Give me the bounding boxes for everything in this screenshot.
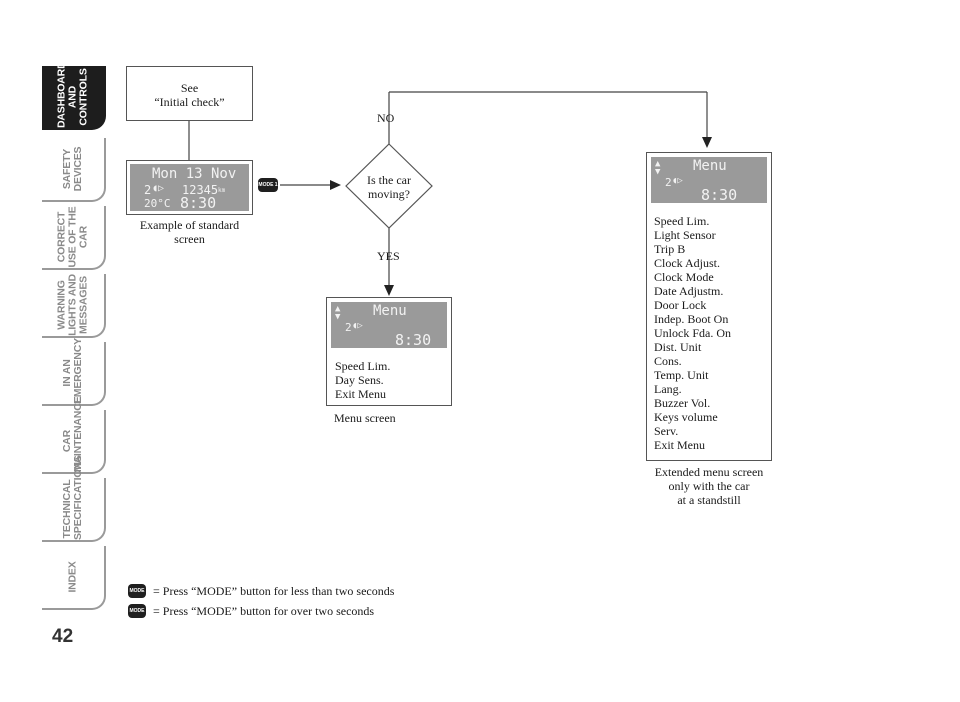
menu-item: Exit Menu bbox=[654, 438, 705, 452]
legend-text: = Press “MODE” button for over two secon… bbox=[153, 604, 375, 618]
menu-item: Speed Lim. bbox=[654, 214, 710, 228]
standard-screen-caption-line1: Example of standard bbox=[139, 218, 240, 232]
menu-item: Light Sensor bbox=[654, 228, 716, 242]
standard-screen-caption: Example of standard screen bbox=[126, 218, 253, 246]
page-number: 42 bbox=[52, 626, 74, 647]
tab-dashboard-and-controls[interactable]: DASHBOARD AND CONTROLS bbox=[42, 62, 106, 130]
menu-item: Speed Lim. bbox=[335, 359, 391, 373]
initial-check-line1: See bbox=[180, 81, 199, 95]
menu-lcd-title: Menu bbox=[373, 303, 407, 319]
extended-menu-list: Speed Lim. Light Sensor Trip B Clock Adj… bbox=[654, 214, 731, 452]
up-down-arrows-icon: ▲▼ bbox=[335, 304, 341, 322]
extended-caption-line1: Extended menu screen bbox=[654, 465, 764, 479]
menu-item: Day Sens. bbox=[335, 373, 384, 387]
menu-item: Exit Menu bbox=[335, 387, 386, 401]
extended-lcd-gear: 2 bbox=[665, 176, 672, 189]
standard-screen-frame: Mon 13 Nov 2 ◖▷ 12345 km 20°C 8:30 bbox=[126, 160, 253, 215]
extended-menu-lcd: ▲▼ Menu 2 ◖▷ 8:30 bbox=[651, 157, 767, 204]
menu-item: Keys volume bbox=[654, 410, 718, 424]
decision-line1: Is the car bbox=[367, 173, 411, 187]
tab-safety-devices[interactable]: SAFETY DEVICES bbox=[42, 138, 106, 202]
menu-item: Door Lock bbox=[654, 298, 707, 312]
menu-list: Speed Lim. Day Sens. Exit Menu bbox=[335, 359, 390, 401]
tab-correct-use-of-the-car[interactable]: CORRECT USE OF THE CAR bbox=[42, 206, 106, 270]
menu-screen-frame: ▲▼ Menu 2 ◖▷ 8:30 Speed Lim. Day Sens. E… bbox=[326, 297, 452, 406]
menu-screen-caption: Menu screen bbox=[334, 411, 396, 425]
menu-item: Trip B bbox=[654, 242, 686, 256]
tab-car-maintenance[interactable]: CAR MAINTENANCE bbox=[42, 397, 106, 474]
menu-item: Cons. bbox=[654, 354, 682, 368]
menu-item: Unlock Fda. On bbox=[654, 326, 731, 340]
menu-item: Serv. bbox=[654, 424, 679, 438]
decision-text: Is the car moving? bbox=[349, 173, 429, 201]
mode-1-button-icon: MODE 1 bbox=[128, 584, 146, 608]
display-odometer: 12345 bbox=[182, 183, 219, 197]
up-down-arrows-icon: ▲▼ bbox=[655, 159, 661, 177]
display-date: Mon 13 Nov bbox=[152, 166, 237, 182]
menu-screen-lcd: ▲▼ Menu 2 ◖▷ 8:30 bbox=[331, 302, 447, 349]
extended-menu-caption: Extended menu screen only with the car a… bbox=[634, 465, 784, 507]
lights-icon: ◖▷ bbox=[152, 183, 165, 194]
menu-item: Dist. Unit bbox=[654, 340, 702, 354]
menu-item: Clock Mode bbox=[654, 270, 714, 284]
initial-check-box: See “Initial check” bbox=[126, 66, 253, 121]
standard-screen-caption-line2: screen bbox=[174, 232, 205, 246]
menu-item: Indep. Boot On bbox=[654, 312, 729, 326]
extended-menu-frame: ▲▼ Menu 2 ◖▷ 8:30 Speed Lim. Light Senso… bbox=[646, 152, 772, 461]
tab-index[interactable]: INDEX bbox=[42, 546, 106, 610]
display-temperature: 20°C bbox=[144, 197, 171, 210]
lights-icon: ◖▷ bbox=[352, 321, 363, 331]
mode-1-button-icon: MODE 1 bbox=[258, 178, 278, 192]
extended-caption-line3: at a standstill bbox=[677, 493, 741, 507]
menu-item: Lang. bbox=[654, 382, 682, 396]
tab-in-an-emergency[interactable]: IN AN EMERGENCY bbox=[42, 338, 106, 406]
standard-screen-lcd: Mon 13 Nov 2 ◖▷ 12345 km 20°C 8:30 bbox=[130, 164, 249, 212]
menu-item: Temp. Unit bbox=[654, 368, 709, 382]
decision-no-label: NO bbox=[377, 111, 395, 125]
initial-check-line2: “Initial check” bbox=[154, 95, 225, 109]
menu-item: Buzzer Vol. bbox=[654, 396, 711, 410]
menu-item: Clock Adjust. bbox=[654, 256, 721, 270]
display-time: 8:30 bbox=[180, 194, 217, 212]
mode-2-button-icon: MODE 2 bbox=[128, 604, 146, 628]
extended-lcd-title: Menu bbox=[693, 158, 727, 174]
menu-lcd-gear: 2 bbox=[345, 321, 352, 334]
extended-caption-line2: only with the car bbox=[668, 479, 750, 493]
decision-yes-label: YES bbox=[377, 249, 400, 263]
legend-text: = Press “MODE” button for less than two … bbox=[153, 584, 395, 598]
menu-lcd-time: 8:30 bbox=[395, 331, 432, 349]
display-odometer-unit: km bbox=[218, 187, 226, 194]
display-gear: 2 bbox=[144, 183, 152, 197]
tab-technical-specifications[interactable]: TECHNICAL SPECIFICATIONS bbox=[42, 455, 106, 542]
decision-line2: moving? bbox=[368, 187, 410, 201]
menu-item: Date Adjustm. bbox=[654, 284, 724, 298]
tab-warning-lights-and-messages[interactable]: WARNING LIGHTS AND MESSAGES bbox=[42, 274, 106, 338]
lights-icon: ◖▷ bbox=[672, 176, 683, 186]
extended-lcd-time: 8:30 bbox=[701, 186, 738, 204]
